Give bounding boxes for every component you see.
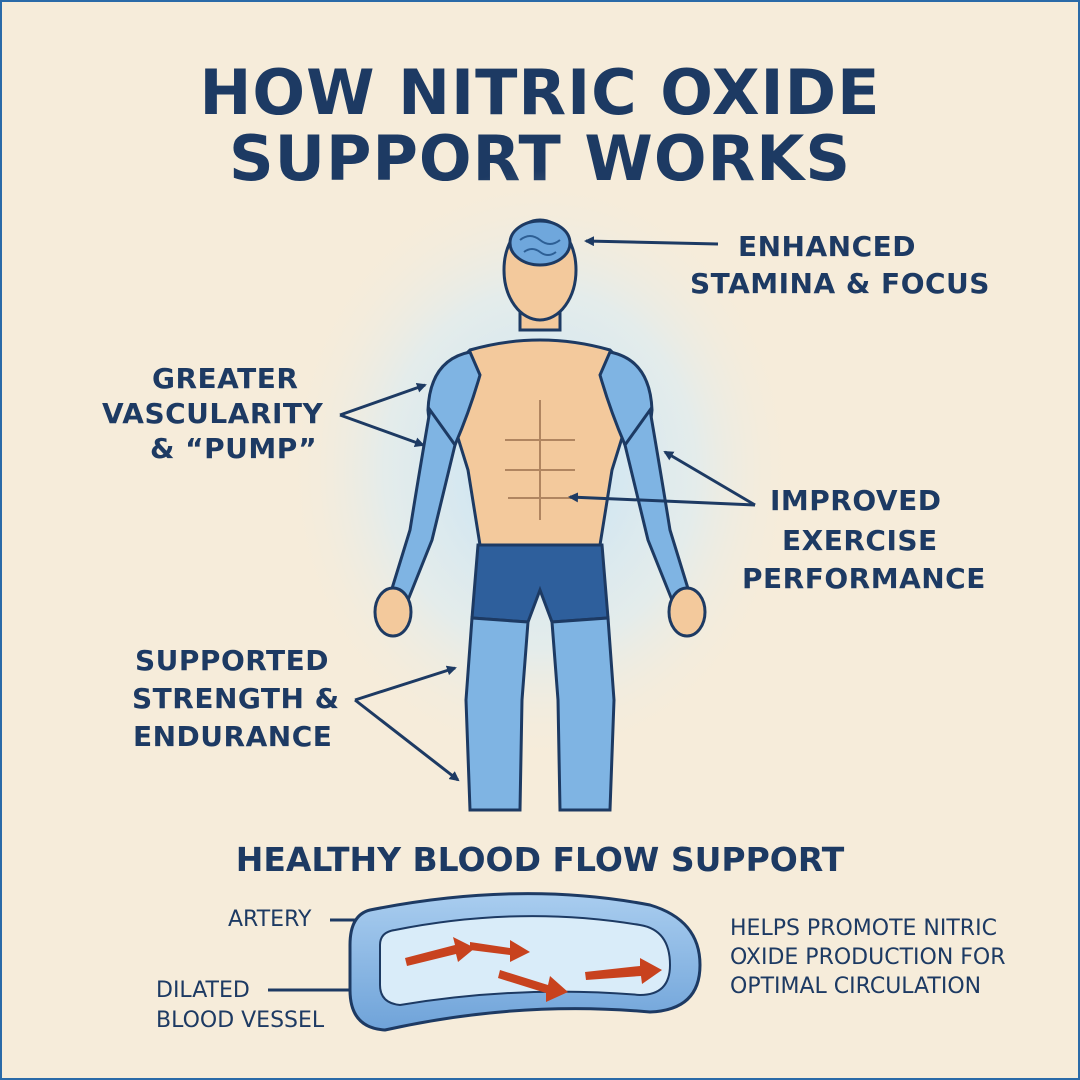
brain-callout-line-1: ENHANCED (738, 230, 917, 263)
brain-callout-line-2: STAMINA & FOCUS (690, 267, 990, 300)
description-line-3: OPTIMAL CIRCULATION (730, 974, 982, 999)
leg-arrow-lower (354, 698, 460, 782)
arm-arrow-upper (339, 382, 427, 417)
legs-callout-line-2: STRENGTH & (132, 682, 340, 715)
brain-icon (508, 219, 572, 267)
right-hand (667, 586, 707, 638)
vessel-label-line-1: DILATED (156, 978, 250, 1003)
abs-arrow (568, 492, 756, 507)
arm-arrow-lower (339, 413, 425, 447)
arms-callout-line-2: VASCULARITY (102, 397, 324, 430)
blood-flow-heading: HEALTHY BLOOD FLOW SUPPORT (235, 840, 845, 879)
abs-lines (505, 400, 575, 520)
arms-callout-line-3: & “PUMP” (150, 432, 318, 465)
forearm-arrow (663, 450, 756, 507)
abs-callout-line-3: PERFORMANCE (742, 562, 986, 595)
title-line-1: HOW NITRIC OXIDE (199, 56, 881, 129)
legs-callout-line-1: SUPPORTED (135, 644, 330, 677)
vessel-label-line-2: BLOOD VESSEL (156, 1008, 325, 1033)
blood-vessel (348, 892, 702, 1032)
flow-arrows (405, 937, 662, 1002)
left-leg (464, 616, 530, 812)
brain-arrow (584, 236, 719, 247)
arms-callout-line-1: GREATER (152, 362, 299, 395)
head (502, 218, 578, 332)
right-leg (550, 616, 616, 812)
description-line-1: HELPS PROMOTE NITRIC (730, 916, 997, 941)
abs-callout-line-1: IMPROVED (770, 484, 942, 517)
leg-arrow-upper (354, 665, 457, 702)
legs-callout-line-3: ENDURANCE (133, 720, 333, 753)
abs-callout-line-2: EXERCISE (782, 524, 938, 557)
artery-label: ARTERY (228, 907, 312, 932)
left-hand (373, 586, 413, 638)
description-line-2: OXIDE PRODUCTION FOR (730, 945, 1006, 970)
